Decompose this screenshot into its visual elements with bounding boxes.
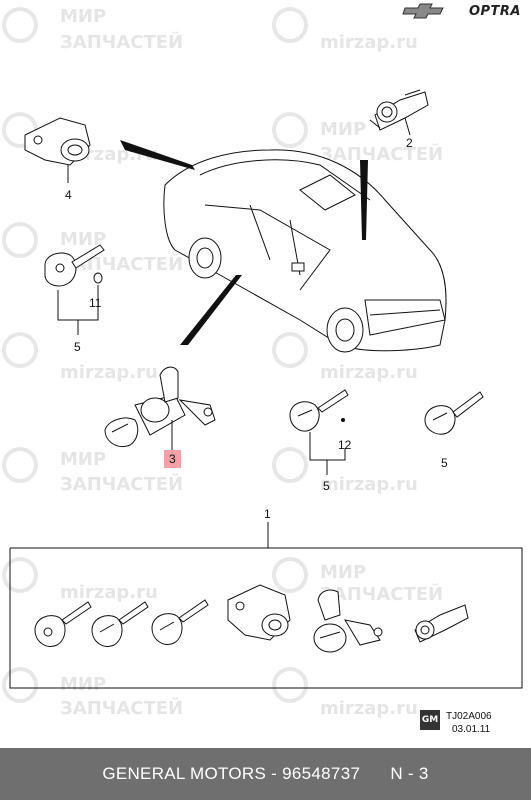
- watermark-line2: ЗАПЧАСТЕЙ: [60, 697, 183, 719]
- watermark-url: mirzap.ru: [320, 474, 418, 495]
- part-4-latch-assembly: [24, 117, 91, 183]
- footer-text: GENERAL MOTORS - 96548737 N - 3: [102, 764, 429, 783]
- watermark-line1: МИР: [60, 229, 106, 250]
- watermark-line2: ЗАПЧАСТЕЙ: [60, 473, 183, 495]
- watermark-url: mirzap.ru: [320, 362, 418, 383]
- watermark-line1: МИР: [320, 562, 366, 583]
- callout-1: 1: [264, 507, 271, 521]
- part-5-key-left: [44, 244, 105, 335]
- model-label: OPTRA: [468, 4, 521, 19]
- brand-header: OPTRA: [469, 4, 521, 19]
- pointer-wedge: [360, 160, 368, 240]
- part-5-key-right: [424, 391, 484, 435]
- kit-bracket-1: [9, 522, 523, 689]
- kit-key-3: [151, 599, 209, 645]
- watermark-url: mirzap.ru: [60, 582, 158, 603]
- watermark-line1: МИР: [60, 674, 106, 695]
- watermark-line1: МИР: [60, 6, 106, 27]
- kit-cylinder: [313, 589, 383, 653]
- callout-5: 5: [441, 456, 448, 470]
- watermark-line1: МИР: [60, 449, 106, 470]
- part-2-lock-cylinder: [369, 89, 429, 136]
- kit-latch: [227, 584, 291, 641]
- kit-key-2: [91, 601, 149, 647]
- part-5-key-middle: [289, 389, 349, 475]
- drawing-code: TJ02A006: [446, 711, 492, 722]
- watermark-logo: [2, 7, 308, 703]
- watermark-url: mirzap.ru: [320, 698, 418, 719]
- drawing-date: 03.01.11: [452, 724, 491, 735]
- callout-5: 5: [323, 479, 330, 493]
- chevrolet-bowtie-icon: [402, 3, 444, 19]
- part-3-ignition-cylinder: [104, 366, 216, 450]
- gm-logo-icon: GM: [420, 710, 440, 730]
- watermark-url: mirzap.ru: [320, 32, 418, 53]
- callout-3-highlighted: 3: [164, 450, 181, 468]
- watermark-line2: ЗАПЧАСТЕЙ: [320, 583, 443, 605]
- pointer-wedge: [120, 140, 195, 170]
- callout-2: 2: [406, 136, 413, 150]
- watermark-line1: МИР: [320, 119, 366, 140]
- callout-11: 11: [89, 296, 102, 310]
- watermark-layer: МИР ЗАПЧАСТЕЙ mirzap.ru МИР ЗАПЧАСТЕЙ mi…: [2, 6, 443, 719]
- pointer-wedge: [180, 275, 242, 345]
- kit-contents: [34, 584, 469, 653]
- callout-12: 12: [338, 438, 352, 452]
- kit-lock-cylinder: [414, 604, 469, 643]
- watermark-line2: ЗАПЧАСТЕЙ: [60, 31, 183, 53]
- callout-4: 4: [65, 188, 72, 202]
- callout-5: 5: [74, 340, 81, 354]
- footer-bar: GENERAL MOTORS - 96548737 N - 3: [0, 748, 531, 800]
- kit-key-1: [34, 601, 92, 647]
- watermark-line2: ЗАПЧАСТЕЙ: [320, 143, 443, 165]
- watermark-url: mirzap.ru: [60, 362, 158, 383]
- car-illustration: [163, 149, 447, 353]
- drawing-code-block: GM TJ02A006 03.01.11: [420, 710, 492, 736]
